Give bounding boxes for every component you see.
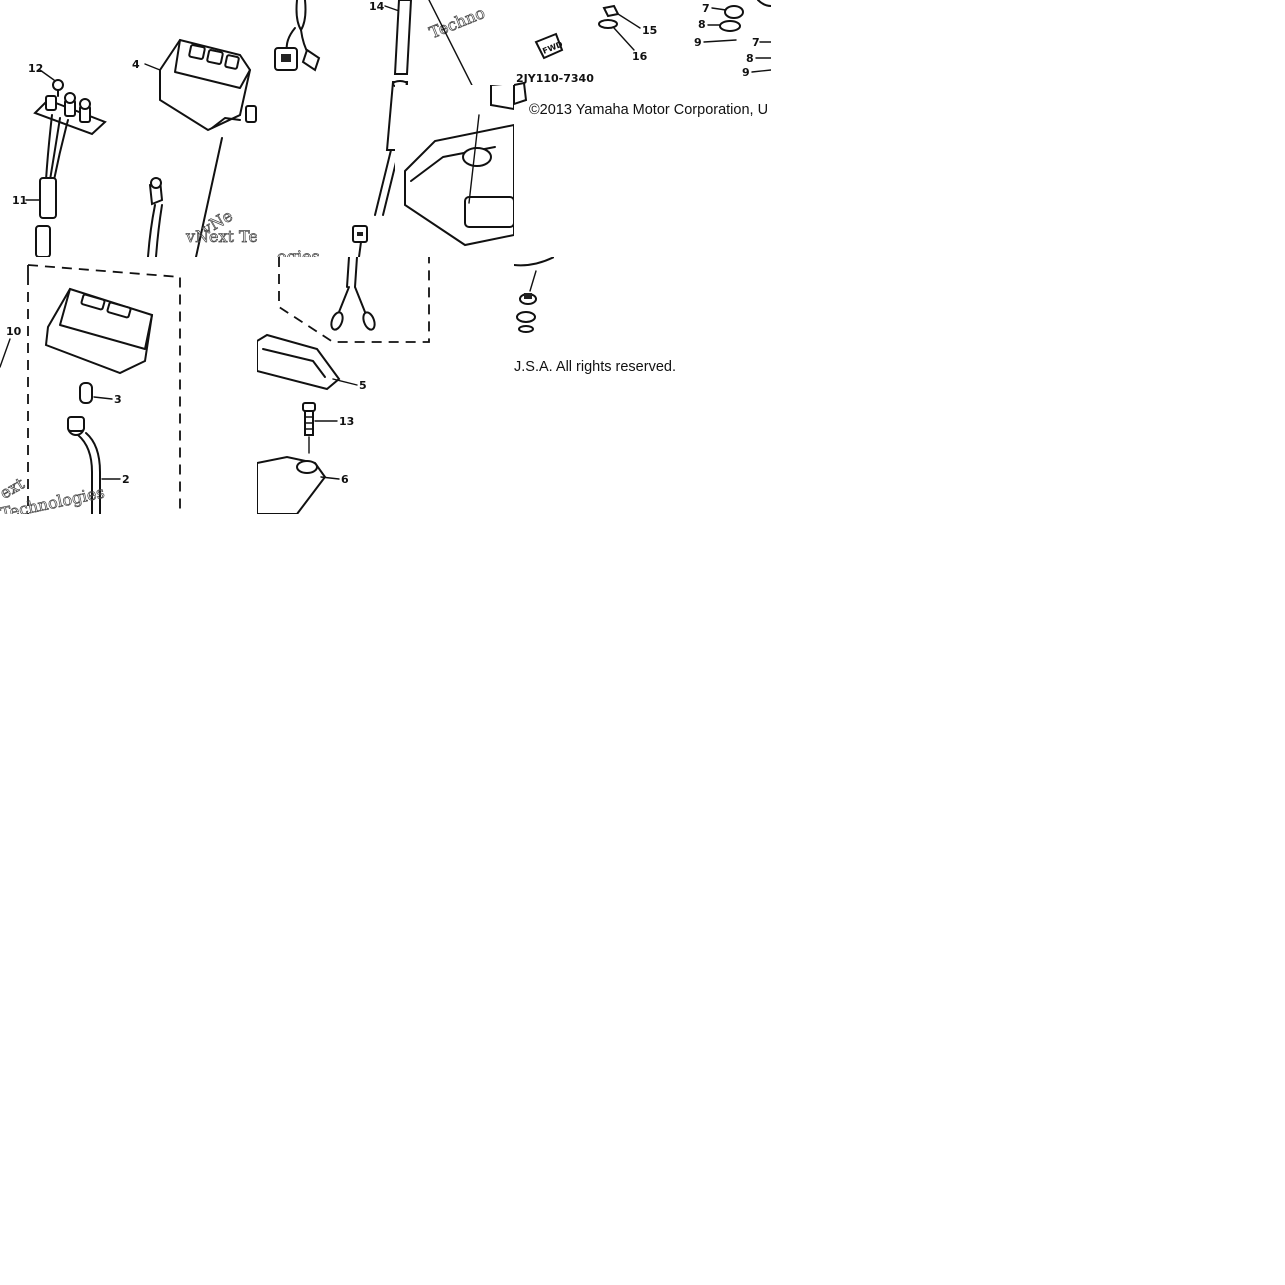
ring-icon: [598, 19, 618, 29]
tile-bracket-detail: [514, 257, 554, 337]
callout-7: 7: [702, 2, 710, 15]
wire-sleeve: [39, 177, 57, 219]
callout-9: 9: [694, 36, 702, 49]
callout-6: 6: [341, 473, 349, 486]
callout-2: 2: [122, 473, 130, 486]
bracket-detail-drawing: [514, 257, 554, 333]
callout-3: 3: [114, 393, 122, 406]
bolt-13: [302, 402, 316, 412]
part-code: 2JY110-7340: [516, 72, 594, 85]
callout-13: 13: [339, 415, 354, 428]
callout-9b: 9: [742, 66, 750, 79]
callout-12: 12: [28, 62, 43, 75]
tile-meter-assembly: 3 2 10 ext Technologies: [0, 257, 257, 514]
tile-meter-housing: 12 11 4: [0, 0, 257, 257]
cable-upper: [393, 0, 413, 75]
bulb-3: [79, 382, 93, 404]
cable-drawing: 14 Techno ogies: [274, 0, 488, 257]
clip-icon: [602, 4, 620, 18]
meter-assembly-drawing: 3 2 10 ext Technologies: [0, 264, 181, 514]
tile-gasket: 5 13 6: [257, 257, 514, 514]
cover-drawing: [404, 85, 514, 247]
meter-case: [159, 38, 252, 132]
callout-10: 10: [6, 325, 22, 338]
gasket-drawing: 5 13 6: [257, 257, 430, 514]
callout-8b: 8: [746, 52, 754, 65]
tile-cover: [395, 85, 514, 257]
assembly-boundary: [27, 264, 181, 514]
meter-housing-drawing: 12 11 4: [12, 38, 257, 257]
tile-small-parts: FWD 15 16 7 8 9 7 8 9 2JY110-7340: [514, 0, 771, 257]
callout-11: 11: [12, 194, 27, 207]
fwd-plate: [534, 32, 564, 60]
bulb-icon: [52, 79, 64, 91]
callout-16: 16: [632, 50, 648, 63]
small-parts-drawing: FWD 15 16 7 8 9 7 8 9 2JY110-7340: [514, 0, 771, 106]
callout-14: 14: [369, 0, 385, 13]
watermark-text: vNext Tec: [185, 227, 257, 246]
callout-7b: 7: [752, 36, 760, 49]
copyright-line-2: J.S.A. All rights reserved.: [514, 359, 676, 375]
copyright-line-1: ©2013 Yamaha Motor Corporation, U: [529, 102, 769, 118]
cable-boundary: [278, 257, 430, 343]
callout-4: 4: [132, 58, 140, 71]
watermark-text-2: Techno: [427, 3, 488, 42]
callout-8: 8: [698, 18, 706, 31]
svg-text:ogies: ogies: [277, 247, 320, 257]
gasket-5: [257, 333, 341, 391]
callout-15: 15: [642, 24, 657, 37]
callout-5: 5: [359, 379, 367, 392]
